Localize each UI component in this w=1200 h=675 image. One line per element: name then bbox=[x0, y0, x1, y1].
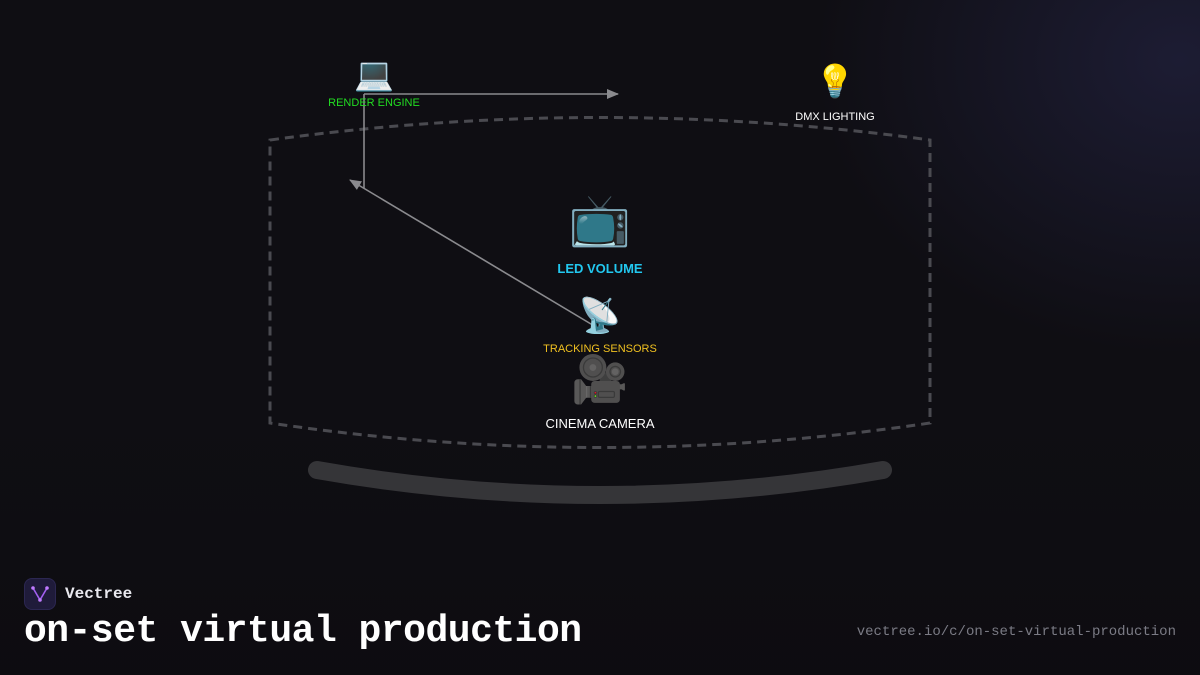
brand-name: Vectree bbox=[65, 585, 133, 603]
page-url[interactable]: vectree.io/c/on-set-virtual-production bbox=[856, 624, 1176, 640]
render-engine-label: RENDER ENGINE bbox=[328, 97, 420, 109]
satellite-antenna-icon: 📡 bbox=[578, 297, 622, 335]
tracking-sensors-label: TRACKING SENSORS bbox=[543, 343, 657, 355]
light-bulb-icon: 💡 bbox=[815, 63, 855, 99]
television-icon: 📺 bbox=[568, 192, 632, 248]
led-volume-label: LED VOLUME bbox=[557, 261, 643, 276]
laptop-icon: 💻 bbox=[354, 56, 394, 92]
page-title: on-set virtual production bbox=[24, 610, 582, 653]
edge-tracking-sensors-to-render-engine bbox=[349, 179, 597, 328]
vectree-logo-icon bbox=[24, 578, 56, 610]
stage-floor-curve bbox=[308, 461, 892, 504]
dmx-lighting-label: DMX LIGHTING bbox=[795, 111, 875, 123]
movie-camera-icon: 🎥 bbox=[571, 353, 629, 405]
brand: Vectree bbox=[24, 577, 132, 611]
cinema-camera-label: CINEMA CAMERA bbox=[545, 416, 655, 431]
led-volume-outline bbox=[268, 116, 932, 449]
